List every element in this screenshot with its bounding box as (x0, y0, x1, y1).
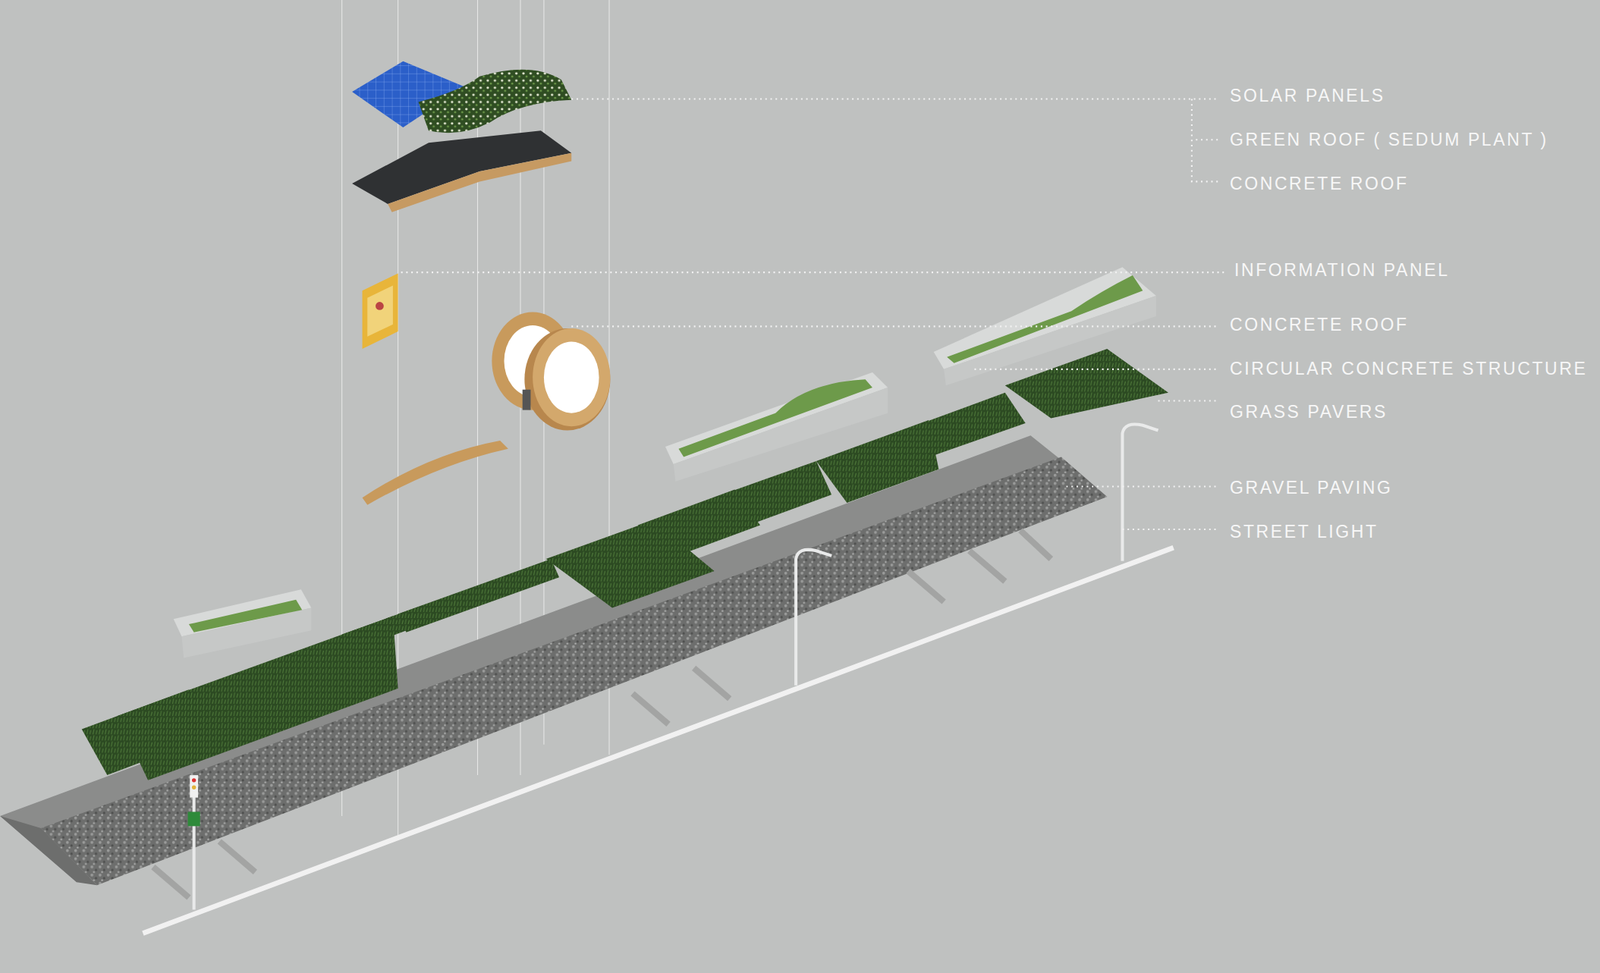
part-label: SOLAR PANELS (1229, 84, 1386, 107)
part-label: STREET LIGHT (1229, 521, 1379, 543)
part-label: GRAVEL PAVING (1229, 477, 1393, 499)
part-label: CONCRETE ROOF (1229, 314, 1409, 336)
part-label: GRASS PAVERS (1229, 401, 1388, 423)
part-label: CIRCULAR CONCRETE STRUCTURE (1229, 358, 1588, 380)
part-label: GREEN ROOF ( SEDUM PLANT ) (1229, 128, 1549, 151)
part-label: CONCRETE ROOF (1229, 172, 1409, 195)
part-label: INFORMATION PANEL (1234, 259, 1450, 281)
